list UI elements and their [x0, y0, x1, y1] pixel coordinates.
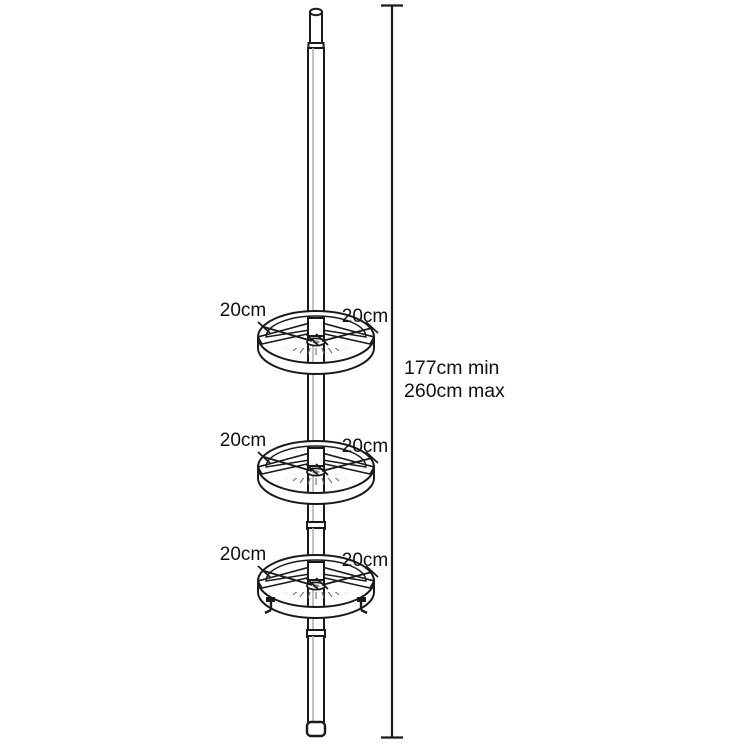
- shelf-bottom-hook-left: [264, 597, 275, 615]
- shelf-bottom-left-tick-inner: [305, 577, 319, 590]
- pole-segment-base: [307, 635, 325, 729]
- shelf-top-right-leader: [321, 327, 373, 342]
- shelf-bottom-right-dimension-label: 20cm: [342, 550, 388, 571]
- shelf-top-dimensions: 20cm 20cm: [220, 300, 388, 346]
- shelf-middle-left-leader: [263, 456, 313, 472]
- shelf-middle-right-tick-outer: [365, 451, 379, 464]
- shelf-top-right-tick-inner: [315, 333, 329, 346]
- shelf-middle-right-tick-inner: [315, 463, 329, 476]
- pole-segment-top: [309, 11, 323, 47]
- shelf-bottom-left-leader: [263, 570, 313, 586]
- shelf-bottom-right-tick-inner: [315, 577, 329, 590]
- shelf-top-left-tick-outer: [257, 321, 271, 334]
- shelf-bottom-left-dimension-label: 20cm: [220, 544, 266, 565]
- shelf-middle-ribbing: [285, 478, 347, 485]
- pole-foot-pad: [305, 720, 327, 738]
- shelf-bottom-pole-sleeve: [307, 561, 325, 581]
- shelf-top-pole-sleeve: [307, 317, 325, 337]
- shelf-middle-inner-outline: [265, 445, 367, 468]
- shelf-top-right-tick-outer: [365, 321, 379, 334]
- shelf-middle-left-dimension-label: 20cm: [220, 430, 266, 451]
- shelf-middle-left-tick-inner: [305, 463, 319, 476]
- shelf-top-right-dimension-label: 20cm: [342, 306, 388, 327]
- shelf-top-left-leader: [263, 326, 313, 342]
- shelf-bottom-surface: [256, 554, 376, 583]
- height-min-label: 177cm min: [404, 357, 499, 379]
- pole-top-cap: [309, 7, 323, 17]
- shelf-bottom-right-tick-outer: [365, 565, 379, 578]
- shelf-middle-pole-sleeve: [307, 447, 325, 467]
- shelf-top-left-tick-inner: [305, 333, 319, 346]
- shelf-bottom-dimensions: 20cm 20cm: [220, 544, 388, 590]
- shelf-bottom-ribbing: [285, 592, 347, 599]
- shelf-middle-right-leader: [321, 457, 373, 472]
- shelf-middle-surface: [256, 440, 376, 469]
- shelf-top-left-dimension-label: 20cm: [220, 300, 266, 321]
- shelf-middle-left-tick-outer: [257, 451, 271, 464]
- shelf-bottom-left-tick-outer: [257, 565, 271, 578]
- shelf-bottom-right-leader: [321, 571, 373, 586]
- shelf-top-surface: [256, 310, 376, 339]
- shelf-bottom-hook-right: [357, 597, 368, 615]
- shelf-bottom-inner-outline: [265, 559, 367, 582]
- shelf-middle-right-dimension-label: 20cm: [342, 436, 388, 457]
- shelf-top-inner-outline: [265, 315, 367, 338]
- height-dimension-line: [381, 4, 403, 739]
- shelf-top-ribbing: [285, 348, 347, 355]
- shelf-middle-dimensions: 20cm 20cm: [220, 430, 388, 476]
- height-max-label: 260cm max: [404, 380, 505, 402]
